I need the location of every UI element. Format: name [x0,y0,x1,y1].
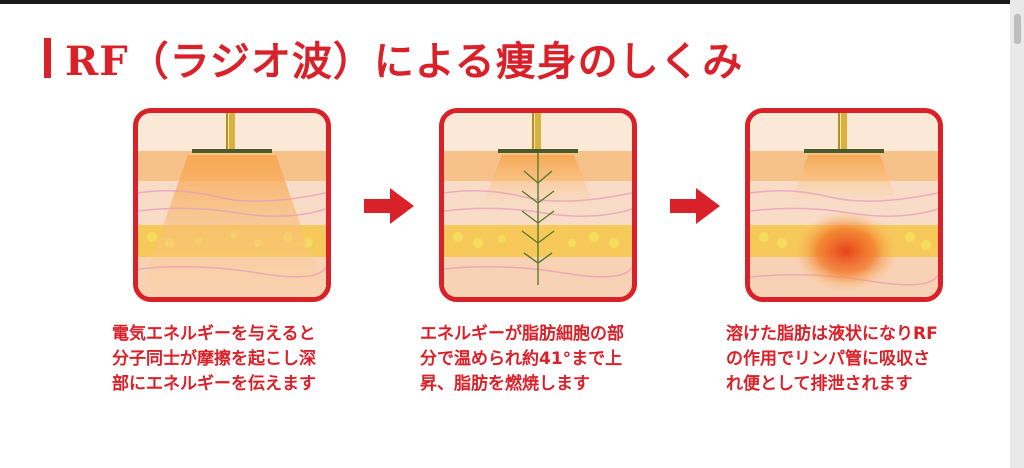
right-arrow-icon [364,188,414,224]
caption-line: の作用でリンパ管に吸収さ [726,349,930,369]
title-text: RF（ラジオ波）による痩身のしくみ [65,38,744,85]
step-3-caption: 溶けた脂肪は液状になりRF の作用でリンパ管に吸収さ れ便として排泄されます [726,322,991,397]
caption-line: れ便として排泄されます [726,374,913,394]
caption-line: 分で温められ約41°まで上 [420,349,623,369]
caption-line: 分子同士が摩擦を起こし深 [112,349,316,369]
step-1-illustration [133,108,331,302]
caption-line: 溶けた脂肪は液状になりRF [726,324,938,344]
caption-line: エネルギーが脂肪細胞の部 [420,324,624,344]
scrollbar[interactable] [1010,0,1024,468]
right-arrow-icon [670,188,720,224]
step-3-illustration [745,108,943,302]
scrollbar-thumb[interactable] [1014,14,1021,44]
caption-line: 電気エネルギーを与えると [112,324,316,344]
step-1-caption: 電気エネルギーを与えると 分子同士が摩擦を起こし深 部にエネルギーを伝えます [112,322,377,397]
page-title: RF（ラジオ波）による痩身のしくみ [44,30,743,86]
caption-line: 部にエネルギーを伝えます [112,374,316,394]
step-2-caption: エネルギーが脂肪細胞の部 分で温められ約41°まで上 昇、脂肪を燃焼します [420,322,685,397]
caption-line: 昇、脂肪を燃焼します [420,374,590,394]
step-2-illustration [439,108,637,302]
title-accent-bar [44,38,51,78]
top-frame-bar [0,0,1024,4]
